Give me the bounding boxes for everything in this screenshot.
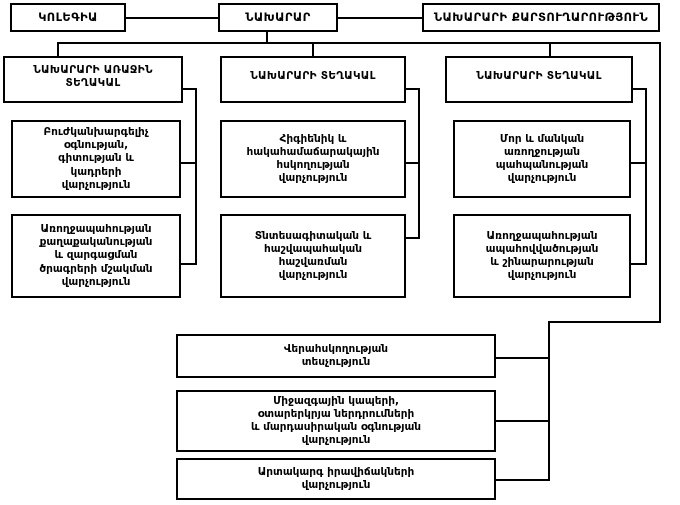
connector-left-to-dept-2: [181, 263, 197, 265]
connector-deputy-bus: [57, 42, 661, 44]
connector-deputy-3-out: [633, 88, 647, 90]
node-first-deputy[interactable]: ՆԱԽԱՐԱՐԻ ԱՌԱՋԻՆ ՏԵՂԱԿԱԼ: [3, 56, 183, 103]
node-dept-preventive-care[interactable]: Բուժկանխարգելիչ օգնության, գիտության և կ…: [11, 120, 181, 198]
node-dept-inspection-label: Վերահսկողության տեսչություն: [283, 342, 389, 368]
connector-bus-to-deputy-2: [312, 42, 314, 56]
node-deputy-3[interactable]: ՆԱԽԱՐԱՐԻ ՏԵՂԱԿԱԼ: [445, 56, 633, 103]
node-minister-label: ՆԱԽԱՐԱՐ: [245, 9, 311, 24]
node-collegium-label: ԿՈԼԵԳԻԱ: [38, 9, 98, 24]
node-secretariat-label: ՆԱԽԱՐԱՐԻ ՔԱՐՏՈՒՂԱՐՈՒԹՅՈՒՆ: [433, 9, 649, 24]
node-dept-health-policy-label: Առողջապահության քաղաքականության և զարգաց…: [39, 223, 153, 288]
node-dept-maternal-child-health-label: Մոր և մանկան առողջության պահպանության վա…: [495, 132, 589, 185]
connector-minister-drop: [266, 31, 268, 44]
node-minister[interactable]: ՆԱԽԱՐԱՐ: [218, 3, 338, 32]
node-dept-supply-construction[interactable]: Առողջապահության ապահովվածության և շինարա…: [453, 214, 631, 298]
node-dept-maternal-child-health[interactable]: Մոր և մանկան առողջության պահպանության վա…: [453, 120, 631, 198]
node-dept-economics-accounting-label: Տնտեսագիտական և հաշվապահական հաշվառման վ…: [254, 229, 372, 282]
connector-right-to-dept-6: [631, 263, 647, 265]
node-deputy-2[interactable]: ՆԱԽԱՐԱՐԻ ՏԵՂԱԿԱԼ: [220, 56, 406, 103]
connector-minister-secretariat: [338, 17, 422, 19]
connector-first-deputy-out: [183, 88, 197, 90]
connector-right-spine: [645, 88, 647, 265]
node-first-deputy-label: ՆԱԽԱՐԱՐԻ ԱՌԱՋԻՆ ՏԵՂԱԿԱԼ: [33, 64, 153, 89]
node-dept-international-relations[interactable]: Միջազգային կապերի, օտարերկրյա ներդրումնե…: [176, 390, 496, 452]
node-dept-economics-accounting[interactable]: Տնտեսագիտական և հաշվապահական հաշվառման վ…: [220, 214, 406, 298]
connector-bottom-bus: [548, 321, 550, 481]
node-dept-hygiene-epidemiology[interactable]: Հիգիենիկ և հակահամաճարակային հսկողության…: [220, 120, 406, 198]
node-dept-emergency-situations[interactable]: Արտակարգ իրավիճակների վարչություն: [176, 458, 496, 500]
connector-bottom-to-inspection: [496, 357, 550, 359]
node-dept-supply-construction-label: Առողջապահության ապահովվածության և շինարա…: [485, 229, 599, 282]
node-dept-international-relations-label: Միջազգային կապերի, օտարերկրյա ներդրումնե…: [250, 394, 422, 447]
node-secretariat[interactable]: ՆԱԽԱՐԱՐԻ ՔԱՐՏՈՒՂԱՐՈՒԹՅՈՒՆ: [422, 3, 660, 32]
connector-bottom-bus-top: [548, 321, 661, 323]
connector-left-spine: [195, 88, 197, 265]
node-collegium[interactable]: ԿՈԼԵԳԻԱ: [10, 3, 126, 32]
node-deputy-3-label: ՆԱԽԱՐԱՐԻ ՏԵՂԱԿԱԼ: [476, 70, 602, 83]
node-dept-emergency-situations-label: Արտակարգ իրավիճակների վարչություն: [257, 465, 415, 491]
node-deputy-2-label: ՆԱԽԱՐԱՐԻ ՏԵՂԱԿԱԼ: [250, 70, 376, 83]
node-dept-health-policy[interactable]: Առողջապահության քաղաքականության և զարգաց…: [11, 214, 181, 298]
node-dept-preventive-care-label: Բուժկանխարգելիչ օգնության, գիտության և կ…: [43, 126, 149, 191]
node-dept-inspection[interactable]: Վերահսկողության տեսչություն: [176, 334, 496, 378]
connector-mid-to-dept-3: [406, 162, 420, 164]
connector-deputy-2-out: [406, 88, 420, 90]
connector-bottom-to-intl: [496, 420, 550, 422]
connector-bus-to-deputy-3: [549, 42, 551, 56]
connector-right-to-dept-5: [631, 162, 647, 164]
connector-collegium-minister: [126, 17, 218, 19]
connector-mid-to-dept-4: [406, 237, 420, 239]
connector-bus-to-first-deputy: [57, 42, 59, 56]
connector-bus-right-leg: [659, 42, 661, 323]
node-dept-hygiene-epidemiology-label: Հիգիենիկ և հակահամաճարակային հսկողության…: [246, 132, 380, 185]
connector-left-to-dept-1: [181, 162, 197, 164]
connector-bottom-to-emergency: [496, 479, 550, 481]
